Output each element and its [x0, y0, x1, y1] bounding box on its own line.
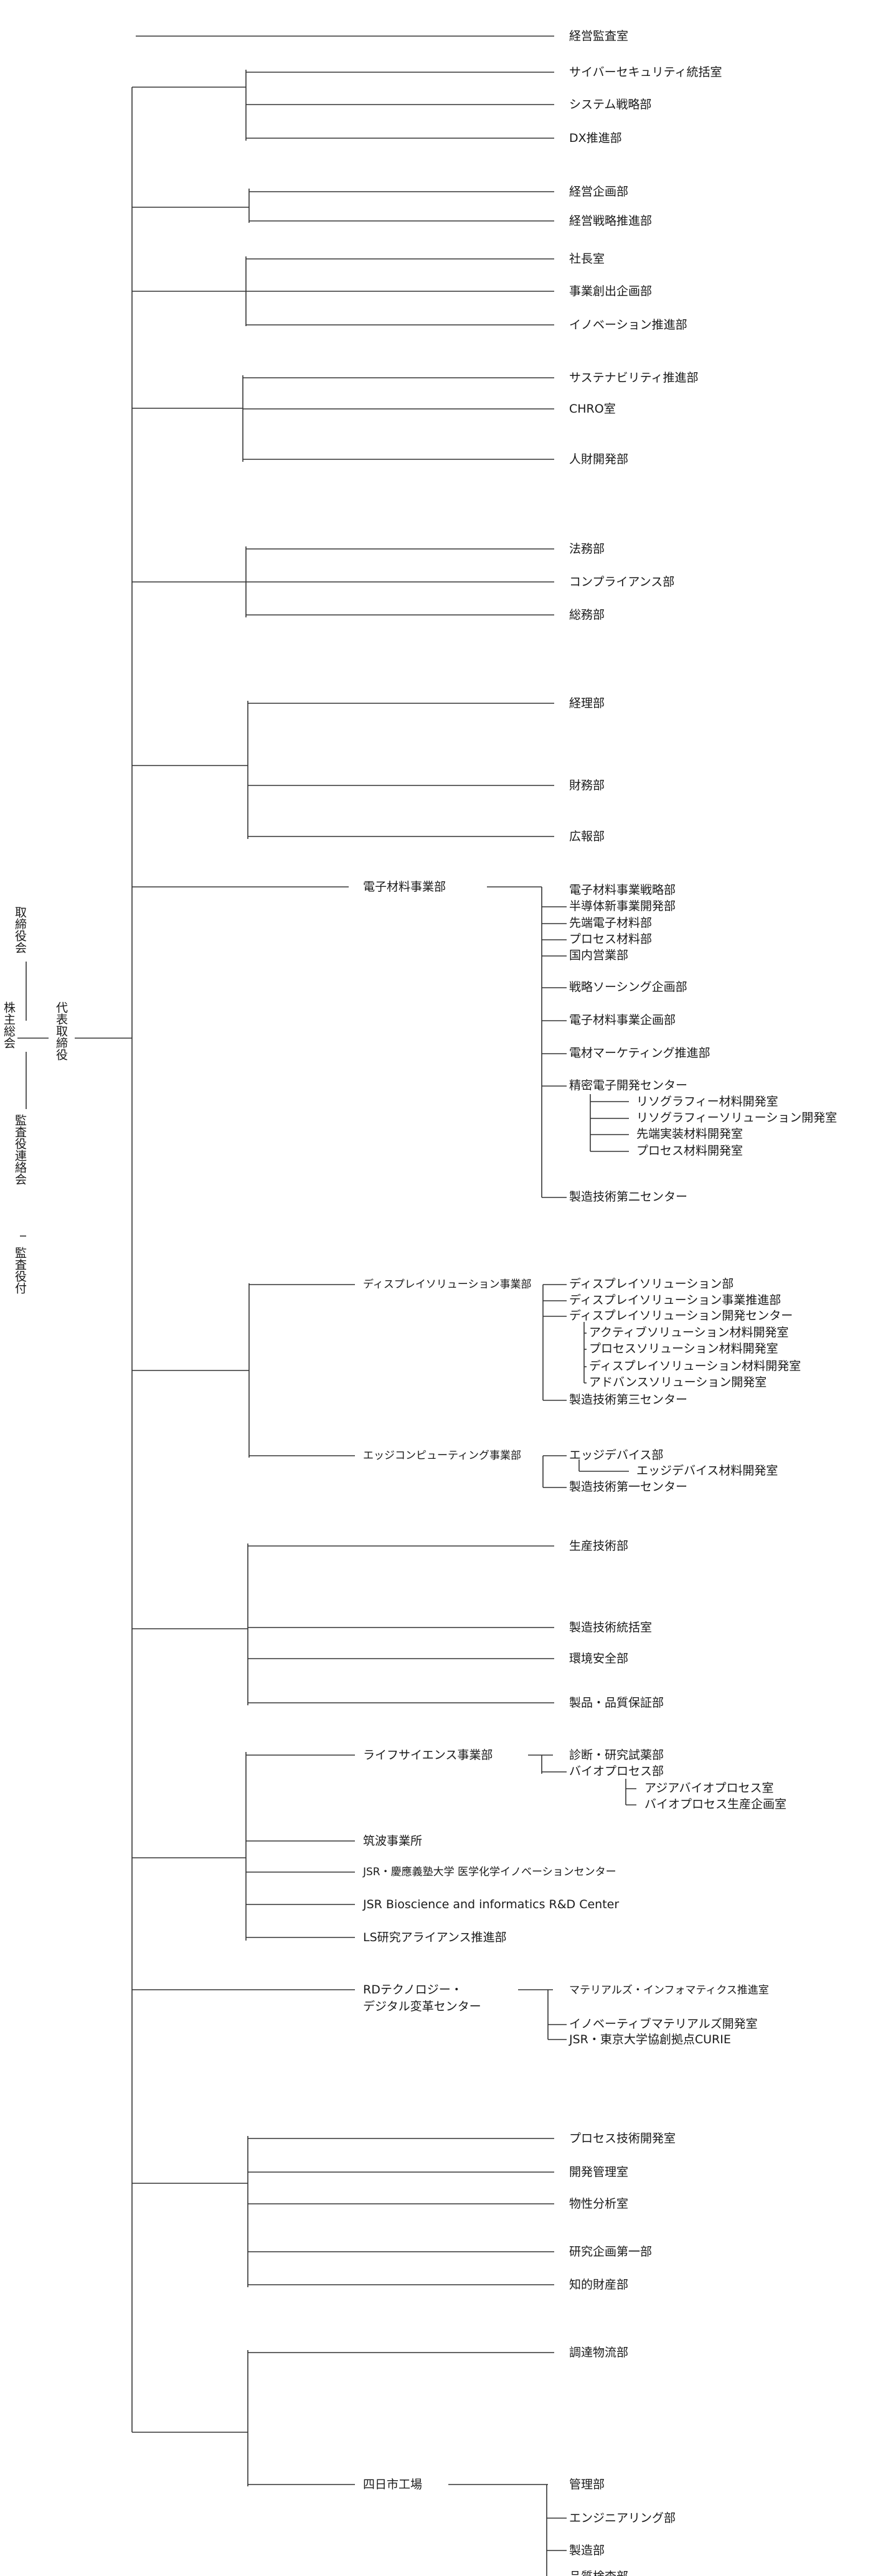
- node-em-strategy: 電子材料事業戦略部: [569, 883, 676, 897]
- node-curie: JSR・東京大学協創拠点CURIE: [569, 2033, 731, 2046]
- node-em-division: 電子材料事業部: [363, 880, 446, 894]
- node-mi: マテリアルズ・インフォマティクス推進室: [569, 1984, 769, 1997]
- node-precision-center: 精密電子開発センター: [569, 1079, 687, 1092]
- node-bioscience: JSR Bioscience and informatics R&D Cente…: [362, 1898, 619, 1911]
- node-audit: 経営監査室: [569, 29, 628, 43]
- node-ip: 知的財産部: [569, 2278, 628, 2292]
- node-planning: 経営企画部: [569, 185, 628, 199]
- node-mfg-tech-2: 製造技術第二センター: [569, 1190, 687, 1204]
- node-advanced-sol: アドバンスソリューション開発室: [589, 1375, 767, 1389]
- node-procurement: 調達物流部: [569, 2346, 628, 2359]
- node-prod-tech: 生産技術部: [569, 1539, 628, 1553]
- node-compliance: コンプライアンス部: [569, 575, 674, 589]
- node-display-mat: ディスプレイソリューション材料開発室: [589, 1359, 801, 1373]
- shareholders-label: 株主総会: [2, 1001, 16, 1049]
- node-edge-materials: エッジデバイス材料開発室: [636, 1464, 778, 1478]
- node-tsukuba: 筑波事業所: [363, 1834, 422, 1848]
- node-plant: 四日市工場: [363, 2478, 422, 2491]
- node-asia-bio: アジアバイオプロセス室: [644, 1781, 773, 1795]
- node-innovation: イノベーション推進部: [569, 318, 687, 332]
- node-pr: 広報部: [569, 830, 605, 843]
- node-advanced: 先端電子材料部: [569, 916, 652, 930]
- node-edge-division: エッジコンピューティング事業部: [363, 1450, 521, 1462]
- node-research-planning: 研究企画第一部: [569, 2245, 652, 2259]
- node-general-affairs: 総務部: [569, 608, 605, 622]
- node-litho-materials: リソグラフィー材料開発室: [636, 1095, 778, 1108]
- node-quality: 製品・品質保証部: [569, 1696, 664, 1710]
- node-ls-alliance: LS研究アライアンス推進部: [363, 1931, 507, 1944]
- node-process-tech: プロセス技術開発室: [569, 2132, 676, 2145]
- node-qc: 品質検査部: [569, 2570, 628, 2576]
- node-process-lab: プロセス材料開発室: [636, 1144, 743, 1158]
- audit-office-label: 監査役付: [13, 1247, 27, 1294]
- node-diagnostics: 診断・研究試薬部: [569, 1748, 664, 1762]
- node-packaging: 先端実装材料開発室: [636, 1127, 743, 1141]
- node-legal: 法務部: [569, 542, 605, 556]
- node-sustainability: サステナビリティ推進部: [569, 371, 698, 385]
- president-label: 代表取締役: [54, 1001, 68, 1061]
- node-active: アクティブソリューション材料開発室: [589, 1325, 789, 1339]
- node-dx: DX推進部: [569, 131, 622, 145]
- node-marketing: 電材マーケティング推進部: [569, 1046, 710, 1060]
- node-process: プロセス材料部: [569, 932, 652, 946]
- node-semi-new: 半導体新事業開発部: [569, 899, 676, 913]
- auditors-label: 監査役連絡会: [13, 1114, 27, 1185]
- node-presidents-office: 社長室: [569, 252, 605, 266]
- node-system: システム戦略部: [569, 98, 651, 111]
- node-litho-solution: リソグラフィーソリューション開発室: [636, 1111, 837, 1125]
- node-hr-dev: 人財開発部: [569, 452, 628, 466]
- node-ds-promo: ディスプレイソリューション事業推進部: [569, 1293, 781, 1307]
- node-innovative: イノベーティブマテリアルズ開発室: [569, 2016, 758, 2031]
- node-domestic-sales: 国内営業部: [569, 948, 628, 962]
- board-label: 取締役会: [13, 906, 27, 953]
- node-strategy: 経営戦略推進部: [569, 214, 652, 228]
- node-business-creation: 事業創出企画部: [569, 284, 652, 298]
- node-mfg-tech-1: 製造技術第一センター: [569, 1480, 687, 1494]
- node-engineering: エンジニアリング部: [569, 2511, 676, 2525]
- node-em-planning: 電子材料事業企画部: [569, 1013, 676, 1027]
- node-ds-dept: ディスプレイソリューション部: [569, 1277, 734, 1291]
- node-chro: CHRO室: [569, 402, 616, 416]
- node-mfg-tech-3: 製造技術第三センター: [569, 1393, 687, 1407]
- node-analysis: 物性分析室: [569, 2197, 628, 2211]
- node-environment: 環境安全部: [569, 1652, 628, 1665]
- node-ds-center: ディスプレイソリューション開発センター: [569, 1309, 793, 1323]
- node-management: 管理部: [569, 2478, 605, 2491]
- node-rd-division-line1: RDテクノロジー・: [363, 1983, 463, 1997]
- node-accounting: 経理部: [569, 696, 605, 710]
- governance-block: 取締役会 株主総会 代表取締役 監査役連絡会 監査役付: [2, 906, 132, 1294]
- node-rd-division-line2: デジタル変革センター: [363, 2000, 481, 2013]
- node-display-division: ディスプレイソリューション事業部: [363, 1278, 531, 1291]
- node-edge-device: エッジデバイス部: [569, 1448, 663, 1462]
- node-cyber: サイバーセキュリティ統括室: [569, 65, 722, 79]
- node-ls-division: ライフサイエンス事業部: [363, 1748, 493, 1762]
- node-manufacturing: 製造部: [569, 2544, 605, 2557]
- node-process-sol: プロセスソリューション材料開発室: [589, 1342, 778, 1356]
- node-bio-planning: バイオプロセス生産企画室: [644, 1797, 786, 1811]
- node-bioprocess: バイオプロセス部: [569, 1764, 664, 1778]
- node-sourcing: 戦略ソーシング企画部: [569, 980, 687, 994]
- node-dev-mgmt: 開発管理室: [569, 2165, 628, 2179]
- node-finance: 財務部: [569, 779, 605, 792]
- node-keio: JSR・慶應義塾大学 医学化学イノベーションセンター: [362, 1865, 616, 1878]
- node-mfg-tech-hq: 製造技術統括室: [569, 1621, 652, 1634]
